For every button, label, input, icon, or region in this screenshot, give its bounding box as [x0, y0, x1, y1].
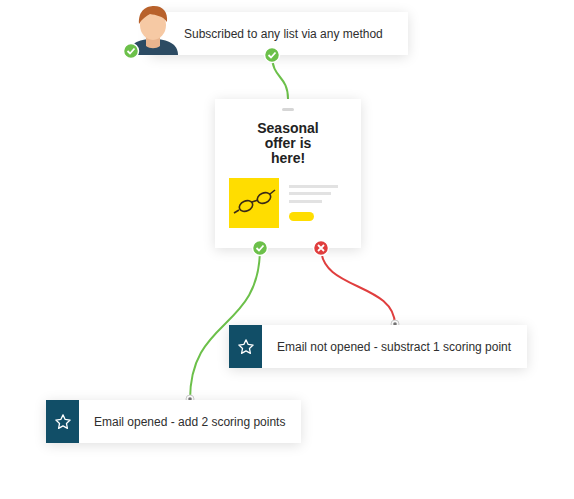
trigger-box: Subscribed to any list via any method	[150, 12, 408, 55]
star-icon	[54, 413, 72, 431]
scoring-action: Email opened - add 2 scoring points	[46, 400, 301, 443]
star-tile	[229, 325, 262, 368]
email-card: Seasonal offer is here!	[215, 99, 361, 248]
star-tile	[46, 400, 79, 443]
star-icon	[237, 338, 255, 356]
connector	[321, 248, 399, 328]
node-label: Email opened - add 2 scoring points	[79, 400, 301, 443]
check-badge	[124, 44, 139, 59]
node-label: Subscribed to any list via any method	[184, 27, 383, 41]
connector	[272, 55, 288, 99]
scoring-action: Email not opened - substract 1 scoring p…	[229, 325, 527, 368]
node-label: Email not opened - substract 1 scoring p…	[262, 325, 527, 368]
card-title: Seasonal offer is here!	[256, 121, 320, 166]
